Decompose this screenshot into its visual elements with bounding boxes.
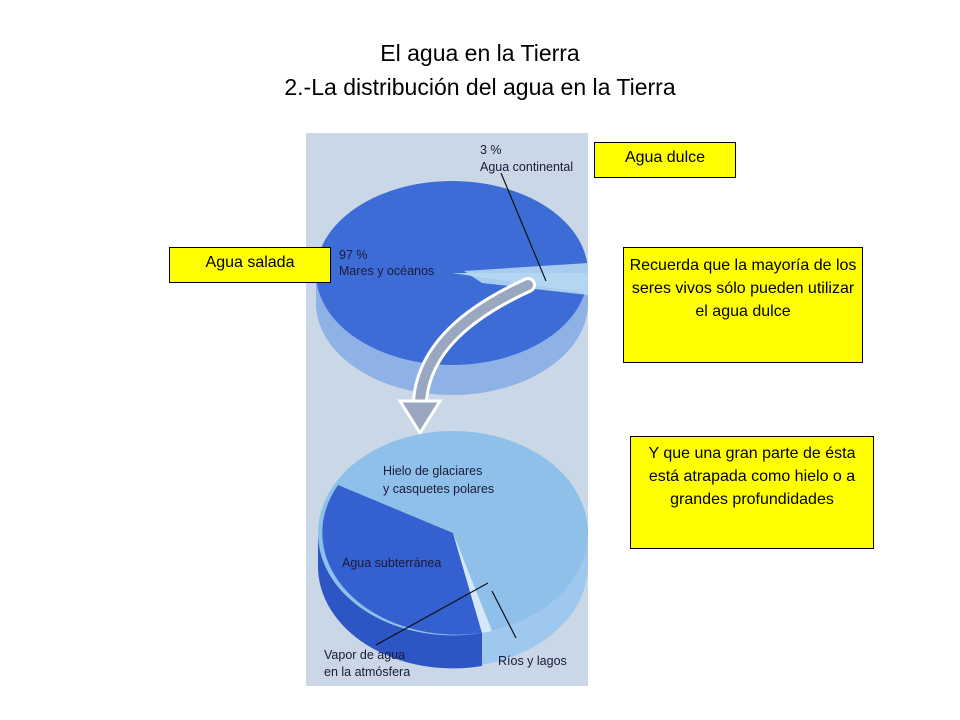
pie-illustration: 3 % Agua continental 97 % Mares y océano… bbox=[316, 143, 588, 679]
continental-pct: 3 % bbox=[480, 143, 502, 157]
vapor-leader-line bbox=[375, 582, 489, 646]
top-pie: 3 % Agua continental 97 % Mares y océano… bbox=[316, 143, 588, 395]
groundwater-slice bbox=[322, 485, 482, 635]
rivers-label: Ríos y lagos bbox=[498, 654, 567, 668]
glaciers-label-2: y casquetes polares bbox=[383, 482, 494, 496]
vapor-label-1: Vapor de agua bbox=[324, 648, 405, 662]
groundwater-label: Agua subterránea bbox=[342, 556, 441, 570]
page-subtitle: 2.-La distribución del agua en la Tierra bbox=[284, 74, 676, 100]
groundwater-edge bbox=[317, 533, 482, 669]
continental-label: Agua continental bbox=[480, 160, 573, 174]
page-title: El agua en la Tierra bbox=[380, 40, 580, 66]
bottom-pie: Hielo de glaciares y casquetes polares A… bbox=[317, 431, 588, 679]
note-agua-salada: Agua salada bbox=[169, 247, 331, 283]
note-agua-dulce: Agua dulce bbox=[594, 142, 736, 178]
vapor-label-2: en la atmósfera bbox=[324, 665, 410, 679]
ocean-pct: 97 % bbox=[339, 248, 368, 262]
top-pie-edge bbox=[316, 273, 588, 395]
rivers-leader-line bbox=[491, 590, 517, 639]
rivers-vapor-slice bbox=[453, 533, 492, 633]
glaciers-label-1: Hielo de glaciares bbox=[383, 464, 482, 478]
ocean-label: Mares y océanos bbox=[339, 264, 434, 278]
note-hielo: Y que una gran parte de ésta está atrapa… bbox=[630, 436, 874, 549]
note-recuerda: Recuerda que la mayoría de los seres viv… bbox=[623, 247, 863, 363]
continental-leader-line bbox=[500, 172, 547, 282]
arrow-down-icon bbox=[397, 277, 536, 436]
water-distribution-figure: 3 % Agua continental 97 % Mares y océano… bbox=[306, 133, 588, 686]
